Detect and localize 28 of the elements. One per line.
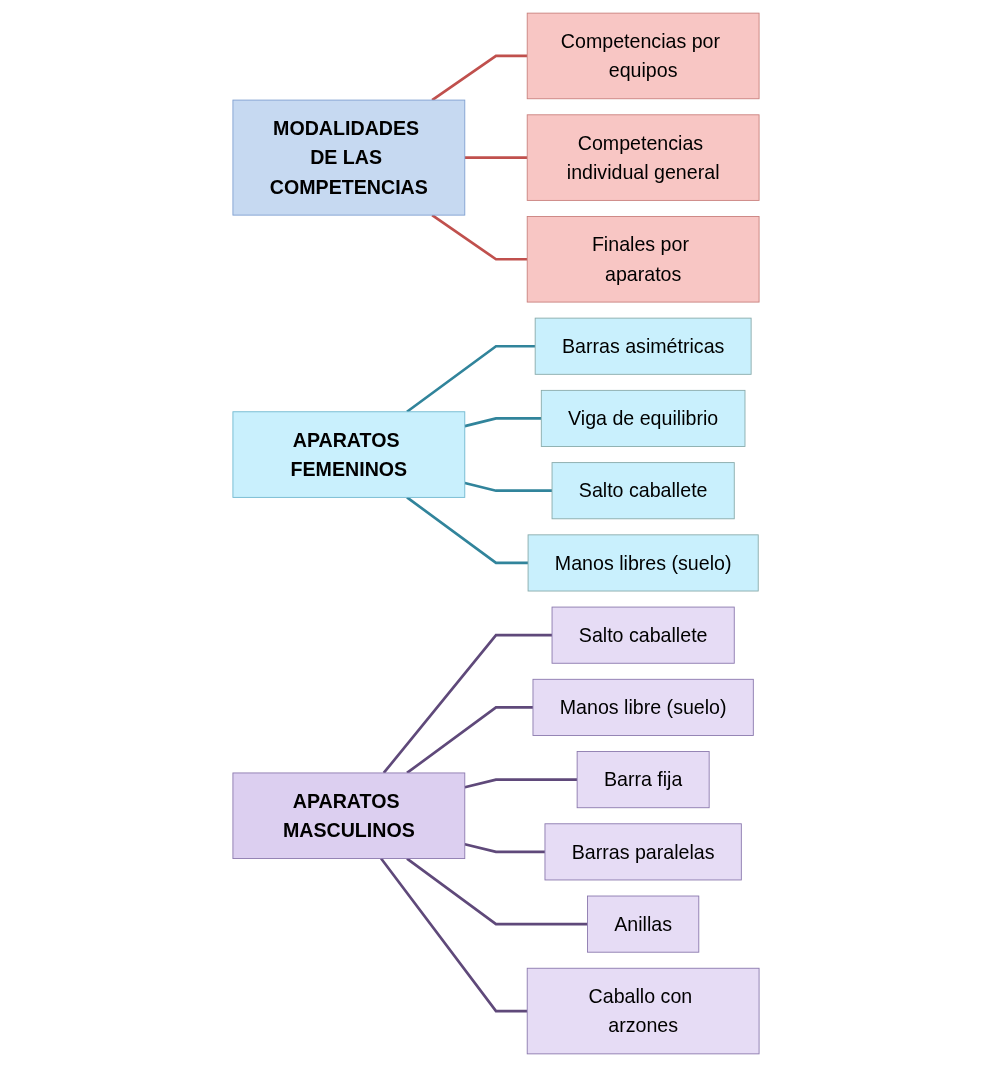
connector <box>464 481 553 493</box>
node-box: MODALIDADES DE LAS COMPETENCIAS <box>232 99 466 216</box>
node-box: Barras paralelas <box>544 823 742 881</box>
connector <box>406 496 529 565</box>
node-box: Barra fija <box>576 751 710 809</box>
connector <box>382 633 553 774</box>
connector <box>464 417 542 428</box>
node-box: Caballo con arzones <box>526 967 760 1055</box>
node-box: Anillas <box>587 895 700 953</box>
connector <box>431 214 528 261</box>
node-box: APARATOS MASCULINOS <box>232 772 466 859</box>
node-box: Competencias individual general <box>526 114 760 201</box>
connector <box>380 857 528 1013</box>
connector <box>464 156 528 159</box>
connector <box>431 54 528 102</box>
node-box: Finales por aparatos <box>526 216 760 303</box>
node-box: Competencias por equipos <box>526 12 760 100</box>
connector <box>406 344 536 413</box>
connector <box>464 842 545 854</box>
connector <box>464 778 578 789</box>
node-box: APARATOS FEMENINOS <box>232 411 466 498</box>
connector <box>406 857 588 926</box>
node-box: Viga de equilibrio <box>540 389 746 447</box>
node-box: Manos libre (suelo) <box>532 678 754 736</box>
node-box: Barras asimétricas <box>534 317 752 375</box>
node-box: Salto caballete <box>551 462 735 520</box>
node-box: Manos libres (suelo) <box>527 534 759 592</box>
node-box: Salto caballete <box>551 606 735 664</box>
